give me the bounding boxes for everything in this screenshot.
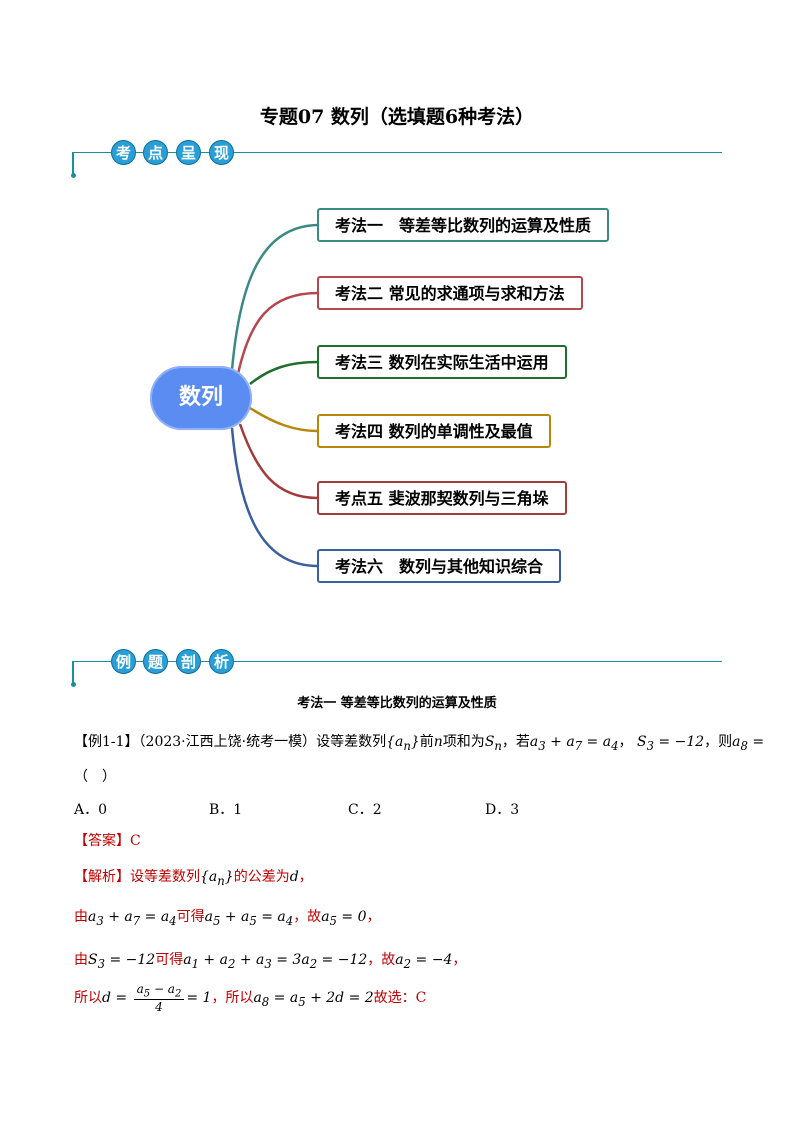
subheading: 考法一 等差等比数列的运算及性质 [297,696,497,711]
mindmap-branch-5: 考点五 斐波那契数列与三角垛 [317,481,567,515]
example-source: （2023·江西上饶·统考一模） [138,734,317,750]
section-divider-tick [72,661,74,685]
answer-value: C [130,833,141,849]
option-a: A．0 [74,802,108,818]
page-title: 专题07 数列（选填题6种考法） [259,106,535,128]
section2-char: 题 [143,649,168,674]
mindmap-branch-1: 考法一 等差等比数列的运算及性质 [317,208,610,242]
example-question: 【例1-1】（2023·江西上饶·统考一模）设等差数列{an}前n项和为Sn，若… [74,734,765,753]
mindmap-branch-3: 考法三 数列在实际生活中运用 [317,345,567,379]
option-b: B．1 [209,802,243,818]
section1-char: 呈 [176,140,201,165]
section2-char: 剖 [176,649,201,674]
analysis-line-2: 由a3 + a7 = a4可得a5 + a5 = a4，故a5 = 0， [74,909,381,928]
section-divider [74,661,722,662]
analysis-line-1: 【解析】设等差数列{an}的公差为d， [74,869,313,888]
option-d: D．3 [485,802,520,818]
mindmap-connectors [230,223,319,568]
section-divider-dot [71,682,76,687]
mindmap-branch-6: 考法六 数列与其他知识综合 [317,549,562,583]
section1-char: 点 [143,140,168,165]
answer-line: 【答案】C [74,833,141,849]
section2-char: 例 [111,649,136,674]
section1-char: 考 [111,140,136,165]
example-tag: 【例1-1】 [74,734,139,750]
section-divider [74,152,722,153]
mindmap-center: 数列 [150,366,252,430]
answer-paren: （ ） [74,769,116,785]
option-c: C．2 [348,802,382,818]
section1-char: 现 [209,140,234,165]
mindmap-branch-4: 考法四 数列的单调性及最值 [317,414,551,448]
analysis-line-3: 由S3 = −12可得a1 + a2 + a3 = 3a2 = −12，故a2 … [74,952,467,971]
section2-char: 析 [209,649,234,674]
section-divider-tick [72,152,74,176]
section-divider-dot [71,173,76,178]
mindmap-branch-2: 考法二 常见的求通项与求和方法 [317,276,583,310]
